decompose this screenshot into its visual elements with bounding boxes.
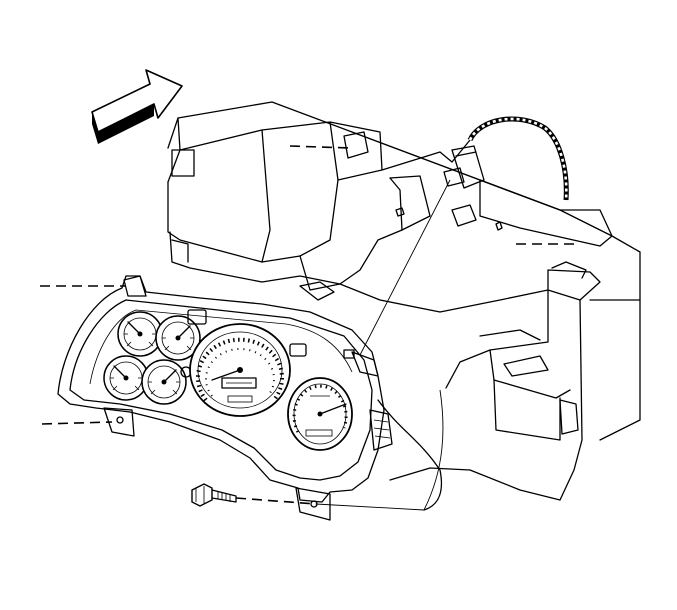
forward-arrow-icon — [91, 69, 183, 144]
gauge-upper-right — [155, 315, 201, 361]
bolt-icon — [191, 483, 237, 507]
gauge-upper-left — [117, 311, 163, 357]
wiring-harness — [359, 116, 569, 356]
gauge-lower-left — [103, 355, 149, 401]
mounting-tab-left — [103, 407, 135, 437]
indicator-window-1 — [187, 309, 207, 325]
mounting-tab-lower — [295, 487, 331, 521]
speedometer-gauge — [189, 323, 291, 417]
mounting-tab-upper — [123, 275, 147, 297]
gauge-lower-right — [141, 359, 187, 405]
cluster-connector — [343, 349, 393, 451]
alignment-lines — [40, 145, 580, 511]
dash-carrier — [167, 101, 641, 501]
instrument-cluster — [57, 275, 444, 521]
tachometer-gauge — [287, 377, 353, 451]
indicator-window-2 — [289, 343, 307, 357]
